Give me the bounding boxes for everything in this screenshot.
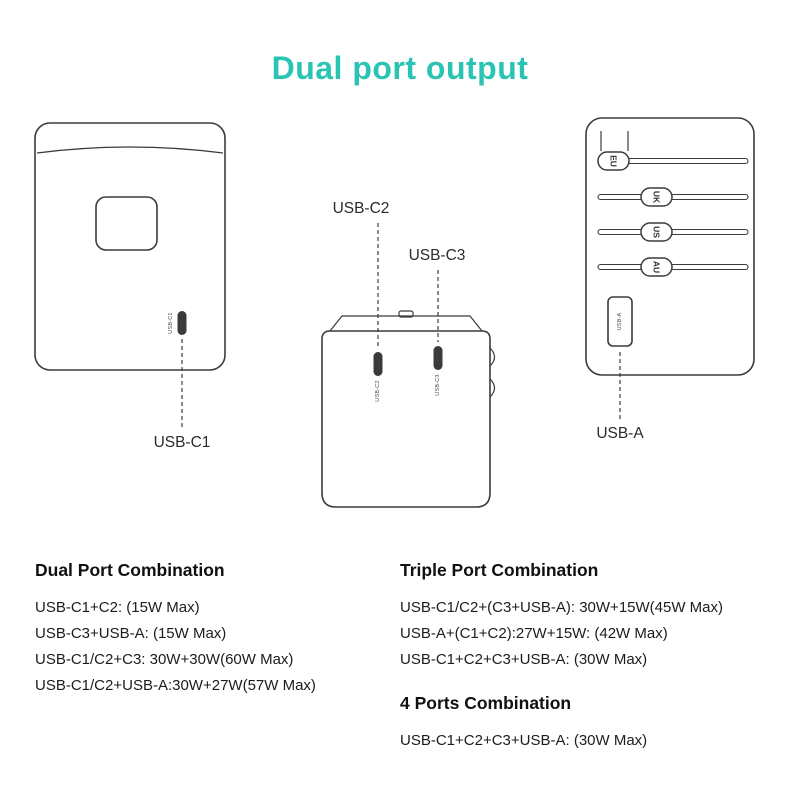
bottom-body-outline	[321, 330, 491, 508]
spec-line: USB-C1+C2+C3+USB-A: (30W Max)	[400, 732, 648, 749]
spec-line: USB-C1+C2+C3+USB-A: (30W Max)	[400, 651, 648, 668]
uk-slider: UK	[640, 187, 673, 207]
au-slider-label: AU	[652, 261, 662, 273]
bottom-top-notch	[398, 310, 414, 318]
front-lid-seam	[36, 146, 224, 154]
usb-a-port	[607, 296, 633, 347]
four-ports-heading: 4 Ports Combination	[400, 693, 572, 713]
usb-a-port-glyph: USB-A	[617, 312, 623, 330]
spec-line: USB-C1+C2: (15W Max)	[35, 599, 200, 616]
adapter-side-view: EU UK US AU USB-A USB-A	[585, 117, 755, 442]
usb-c3-port-glyph: USB-C3	[435, 374, 441, 395]
uk-slider-label: UK	[652, 191, 662, 204]
spec-line: USB-C3+USB-A: (15W Max)	[35, 625, 227, 642]
slider-track-us	[597, 228, 749, 236]
us-slider-label: US	[652, 226, 662, 238]
triple-port-heading: Triple Port Combination	[400, 560, 599, 580]
usb-c2-port	[373, 352, 383, 376]
dual-port-section: Dual Port Combination USB-C1+C2: (15W Ma…	[35, 560, 385, 699]
bottom-top-face	[329, 315, 483, 332]
triple-and-four-port-section: Triple Port Combination USB-C1/C2+(C3+US…	[400, 560, 785, 754]
spec-line: USB-A+(C1+C2):27W+15W: (42W Max)	[400, 625, 668, 642]
slider-track-uk	[597, 193, 749, 201]
usb-c2-port-glyph: USB-C2	[375, 380, 381, 401]
adapter-bottom-view: USB-C2 USB-C3 USB-C2 USB-C3	[321, 200, 496, 508]
page-title: Dual port output	[271, 50, 529, 86]
label-usb-c3: USB-C3	[409, 247, 466, 264]
adapter-diagram: USB-C1 USB-C1 USB-C2 USB-C3 USB-C2 USB-C…	[34, 117, 755, 508]
spec-line: USB-C1/C2+C3: 30W+30W(60W Max)	[35, 651, 294, 668]
adapter-front-view: USB-C1 USB-C1	[34, 122, 226, 451]
usb-c1-port-glyph: USB-C1	[168, 312, 174, 333]
usb-c3-port	[433, 346, 443, 370]
dual-port-heading: Dual Port Combination	[35, 560, 225, 580]
side-release-buttons	[489, 347, 496, 398]
eu-slider: EU	[597, 151, 630, 171]
au-slider: AU	[640, 257, 673, 277]
label-usb-a: USB-A	[596, 425, 644, 442]
label-usb-c1: USB-C1	[154, 434, 211, 451]
usb-c1-port	[177, 311, 187, 335]
front-socket-opening	[95, 196, 158, 251]
us-slider: US	[640, 222, 673, 242]
spec-line: USB-C1/C2+USB-A:30W+27W(57W Max)	[35, 677, 316, 694]
eu-slider-label: EU	[609, 155, 619, 167]
slider-track-au	[597, 263, 749, 271]
label-usb-c2: USB-C2	[333, 200, 390, 217]
spec-line: USB-C1/C2+(C3+USB-A): 30W+15W(45W Max)	[400, 599, 723, 616]
